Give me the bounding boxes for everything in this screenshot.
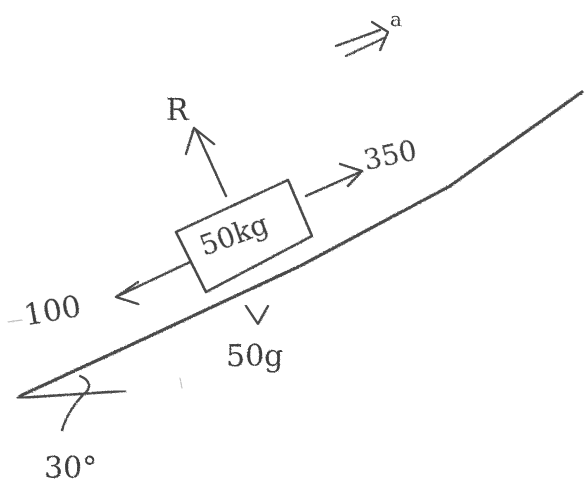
smudge-mark: [7, 319, 23, 323]
weight-arrow-head: [244, 304, 270, 326]
reaction-arrow-head: [184, 126, 216, 156]
acceleration-label: a: [390, 7, 402, 31]
reaction-label: R: [166, 93, 190, 128]
reaction-arrow: [194, 128, 228, 198]
mass-block: [174, 178, 314, 294]
weight-label: 50g: [226, 339, 283, 374]
friction-arrow-head: [114, 280, 140, 306]
pull-force-arrow: [304, 170, 362, 198]
smudge-mark: [179, 377, 183, 389]
angle-label: 30°: [44, 451, 97, 486]
acceleration-arrow: [334, 28, 386, 58]
mass-label: 50kg: [195, 207, 273, 262]
friction-label: 100: [21, 289, 83, 333]
angle-arc: [60, 374, 91, 432]
friction-arrow: [116, 260, 192, 298]
base-line: [16, 389, 127, 400]
acceleration-arrow-head: [370, 20, 390, 52]
pull-force-label: 350: [361, 133, 420, 176]
pull-force-arrow-head: [338, 162, 364, 188]
incline-line: [18, 90, 584, 398]
